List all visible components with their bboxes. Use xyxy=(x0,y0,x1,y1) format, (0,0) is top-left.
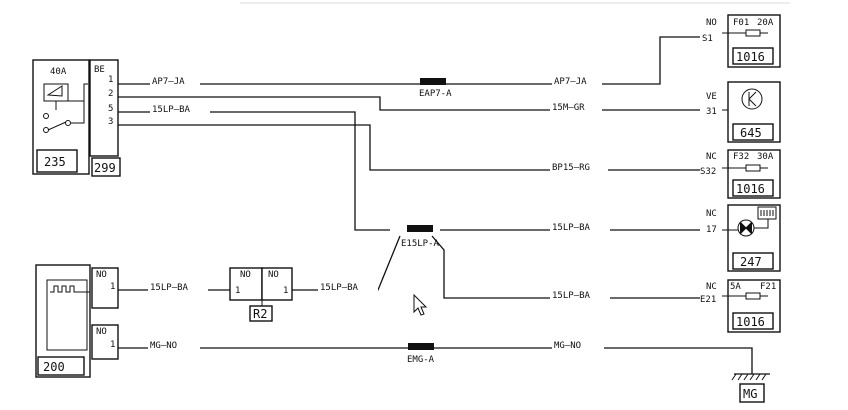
splice-eap7-bar xyxy=(420,78,446,85)
r2-left-pin: 1 xyxy=(235,286,240,296)
svg-text:AP7—JA: AP7—JA xyxy=(152,77,185,87)
mouse-cursor-icon xyxy=(413,293,428,316)
f21-color: NC xyxy=(706,282,717,292)
svg-text:MG—NO: MG—NO xyxy=(150,341,177,351)
f01-pin: S1 xyxy=(702,34,713,44)
f32-code: 1016 xyxy=(736,182,765,196)
wire-bp15 xyxy=(118,124,700,171)
f32-rating: 30A xyxy=(757,152,774,162)
fuse-f32: NC F32 30A S32 1016 xyxy=(700,149,781,199)
c645-color: VE xyxy=(706,92,717,102)
relay-connector-color: BE xyxy=(94,65,105,75)
f01-color: NO xyxy=(706,18,717,28)
relay-pin-5: 5 xyxy=(108,104,113,114)
wire-label-15lp-r2: 15LP—BA xyxy=(318,281,378,293)
component-247: NC 17 247 xyxy=(706,204,781,272)
relay-235: 40A BE 1 2 5 3 235 299 xyxy=(32,59,121,177)
svg-text:MG—NO: MG—NO xyxy=(554,341,581,351)
svg-text:15LP—BA: 15LP—BA xyxy=(552,291,591,301)
wire-label-15lp-200: 15LP—BA xyxy=(148,281,208,293)
component-645: VE 31 645 xyxy=(706,81,781,143)
r2-left-color: NO xyxy=(240,270,251,280)
wire-mg xyxy=(118,347,753,374)
connector-r2: NO 1 NO 1 R2 xyxy=(229,267,293,322)
c200-pin-2: 1 xyxy=(110,340,115,350)
c645-pin: 31 xyxy=(706,107,717,117)
relay-connector-code: 299 xyxy=(94,161,116,175)
f21-fuse: F21 xyxy=(760,282,776,292)
c247-code: 247 xyxy=(740,255,762,269)
splice-e15lp-label: E15LP-A xyxy=(401,239,440,249)
f21-code: 1016 xyxy=(736,315,765,329)
f01-rating: 20A xyxy=(757,18,774,28)
wire-label-ap7-right: AP7—JA xyxy=(552,75,602,87)
f01-fuse: F01 xyxy=(733,18,749,28)
wire-label-15lp-relay: 15LP—BA xyxy=(150,103,210,115)
f21-rating: 5A xyxy=(730,282,741,292)
wire-label-bp15: BP15—RG xyxy=(550,161,608,173)
c200-code: 200 xyxy=(43,360,65,374)
fuse-f01: NO F01 20A S1 1016 xyxy=(702,14,781,68)
wire-label-15m: 15M—GR xyxy=(550,101,602,113)
r2-right-color: NO xyxy=(268,270,279,280)
svg-text:15LP—BA: 15LP—BA xyxy=(552,223,591,233)
relay-pin-1: 1 xyxy=(108,75,113,85)
wire-label-15lp-247: 15LP—BA xyxy=(550,221,610,233)
wire-label-mg-left: MG—NO xyxy=(148,339,200,351)
f32-pin: S32 xyxy=(700,167,716,177)
splice-emg-label: EMG-A xyxy=(407,355,435,365)
ground-mg: MG xyxy=(731,373,770,403)
c200-pin-1: 1 xyxy=(110,282,115,292)
relay-pin-2: 2 xyxy=(108,89,113,99)
r2-code: R2 xyxy=(253,307,267,321)
relay-pin-3: 3 xyxy=(108,117,113,127)
f21-pin: E21 xyxy=(700,295,716,305)
svg-text:AP7—JA: AP7—JA xyxy=(554,77,587,87)
splice-eap7-label: EAP7-A xyxy=(419,89,452,99)
wire-label-ap7-left: AP7—JA xyxy=(150,75,200,87)
svg-text:15LP—BA: 15LP—BA xyxy=(150,283,189,293)
wire-15lp-relay xyxy=(118,111,390,231)
c200-color-1: NO xyxy=(96,270,107,280)
splice-e15lp-bar xyxy=(407,225,433,232)
component-200: NO 1 NO 1 200 xyxy=(35,264,119,378)
wire-ap7 xyxy=(118,36,700,85)
svg-text:15M—GR: 15M—GR xyxy=(552,103,585,113)
f01-code: 1016 xyxy=(736,50,765,64)
c200-color-2: NO xyxy=(96,327,107,337)
r2-right-pin: 1 xyxy=(283,286,288,296)
relay-rating: 40A xyxy=(50,67,67,77)
f32-fuse: F32 xyxy=(733,152,749,162)
f32-color: NC xyxy=(706,152,717,162)
c247-color: NC xyxy=(706,209,717,219)
svg-text:15LP—BA: 15LP—BA xyxy=(152,105,191,115)
relay-code: 235 xyxy=(44,155,66,169)
ground-code: MG xyxy=(743,387,757,401)
wire-label-15lp-f21: 15LP—BA xyxy=(550,289,610,301)
svg-text:15LP—BA: 15LP—BA xyxy=(320,283,359,293)
fuse-f21: NC 5A F21 E21 1016 xyxy=(700,279,781,333)
wire-15m xyxy=(118,96,700,111)
splice-emg-bar xyxy=(408,343,434,350)
wire-15lp-f21 xyxy=(431,235,700,299)
svg-text:BP15—RG: BP15—RG xyxy=(552,163,590,173)
c247-pin: 17 xyxy=(706,225,717,235)
c645-code: 645 xyxy=(740,126,762,140)
wire-label-mg-right: MG—NO xyxy=(552,339,604,351)
